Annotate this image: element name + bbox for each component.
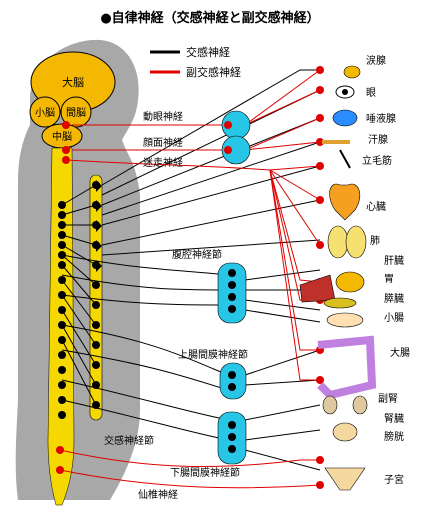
uterus-icon (324, 467, 366, 491)
celiac-ganglion-label: 腹腔神経節 (172, 248, 222, 261)
pancreas-icon (323, 297, 357, 309)
kidney-icon (352, 395, 368, 415)
legend-parasympathetic-label: 副交感神経 (186, 65, 241, 79)
organ-label: 眼 (366, 87, 376, 99)
organ-label: 大腸 (390, 346, 410, 359)
salivary-gland-icon (332, 109, 358, 127)
organ-label: 副腎 (378, 393, 398, 405)
organ-label: 小腸 (384, 312, 404, 324)
superior-mesenteric-ganglion-label: 上腸間膜神経節 (178, 348, 248, 361)
bladder-icon (332, 422, 358, 442)
adrenal-icon (322, 395, 338, 415)
organ-label: 心臓 (366, 201, 386, 213)
legend: 交感神経 副交感神経 (150, 45, 241, 79)
liver-icon (299, 274, 336, 303)
organ-label: 肝臓 (384, 255, 404, 267)
organ-label: 膀胱 (384, 430, 404, 443)
organ-label: 汗腺 (368, 133, 388, 146)
large-intestine-icon (317, 335, 377, 400)
organ-label: 子宮 (384, 473, 404, 486)
cerebellum (29, 96, 61, 128)
brain: 大脳 小脳 間脳 中脳 (29, 51, 116, 149)
cerebrum-label: 大脳 (62, 75, 84, 89)
organ-label: 涙腺 (366, 54, 386, 67)
cerebellum-label: 小脳 (35, 107, 55, 119)
sweat-gland-icon (322, 140, 350, 144)
midbrain-label: 中脳 (52, 130, 72, 143)
parasympathetic-nodes (56, 66, 324, 489)
organ-label: 唾液腺 (366, 112, 396, 125)
organ-label: 肺 (370, 235, 380, 247)
organ-label: 立毛筋 (362, 154, 392, 167)
spinal-sympathetic-nodes (58, 181, 236, 453)
facial-nerve-label: 顔面神経 (143, 136, 183, 149)
organ-label: 膵臓 (384, 293, 404, 305)
vagus-nerve-label: 迷走神経 (143, 156, 183, 169)
lung-icon (327, 225, 367, 259)
superior-mesenteric-ganglion (219, 362, 247, 400)
sympathetic-trunk-label: 交感神経節 (104, 434, 154, 447)
cranial-ganglia (221, 110, 251, 165)
body-silhouette (15, 39, 141, 500)
diencephalon-label: 間脳 (66, 107, 86, 119)
organ-label: 胃 (384, 273, 394, 285)
tear-gland-icon (343, 65, 361, 79)
parasympathetic-fibers (59, 69, 321, 489)
eye-icon (335, 85, 355, 99)
arrector-pili-icon (339, 149, 351, 169)
inferior-mesenteric-ganglion-label: 下腸間膜神経節 (170, 466, 240, 479)
sacral-nerve-label: 仙椎神経 (138, 488, 178, 501)
heart-icon (329, 183, 361, 221)
sympathetic-fibers (61, 69, 321, 471)
organ-label: 腎臓 (384, 413, 404, 425)
stomach-icon (335, 271, 365, 293)
diagram-title: ●自律神経（交感神経と副交感神経） (100, 10, 319, 26)
organ-icons (299, 65, 377, 491)
legend-sympathetic-label: 交感神経 (186, 45, 230, 59)
small-intestine-icon (326, 312, 364, 328)
oculomotor-nerve-label: 動眼神経 (143, 110, 183, 123)
